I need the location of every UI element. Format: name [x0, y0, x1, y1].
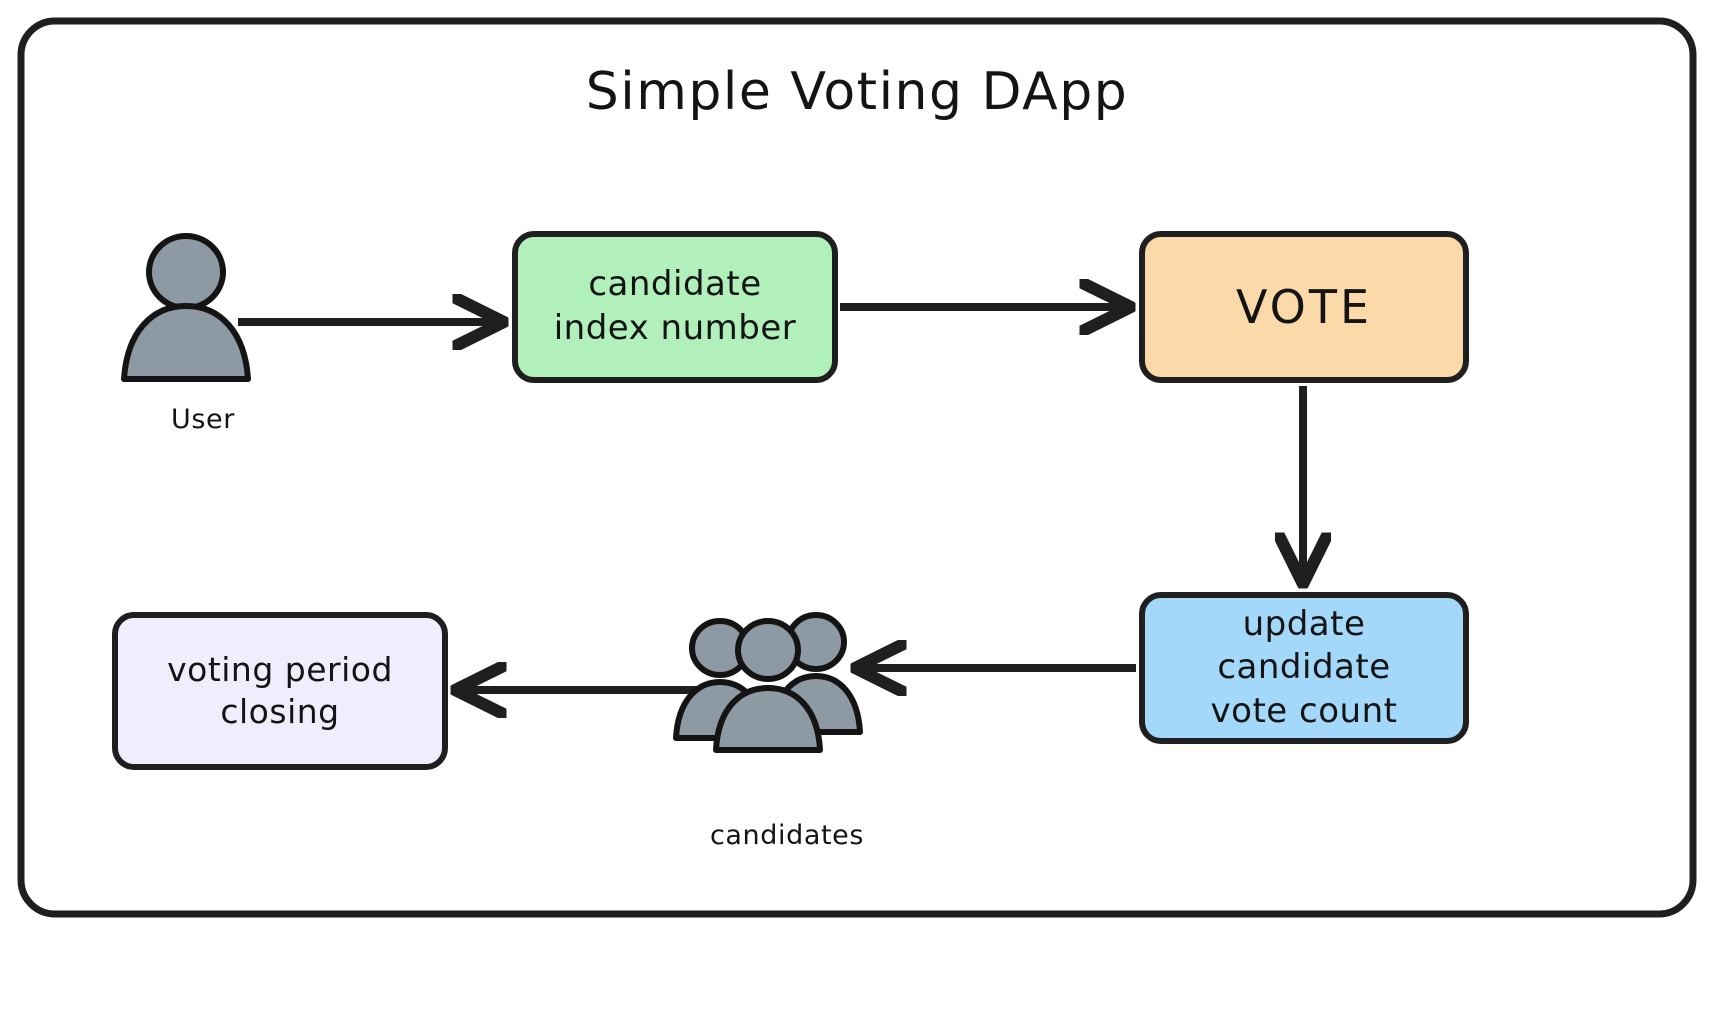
node-vote[interactable]: VOTE [1139, 231, 1469, 383]
actor-candidates-label: candidates [709, 820, 865, 851]
node-vote-label: VOTE [1235, 279, 1373, 334]
actor-candidates: candidates [672, 598, 902, 868]
single-person-icon [121, 233, 251, 382]
actor-user: User [108, 222, 298, 472]
node-voting-period-closing[interactable]: voting period closing [112, 612, 448, 770]
group-of-people-icon [673, 612, 863, 753]
node-update-candidate-vote-count[interactable]: update candidate vote count [1139, 592, 1469, 744]
node-update-candidate-vote-count-label: update candidate vote count [1210, 603, 1398, 731]
node-candidate-index[interactable]: candidate index number [512, 231, 838, 383]
node-voting-period-closing-label: voting period closing [167, 649, 393, 731]
actor-user-label: User [171, 404, 235, 435]
node-candidate-index-label: candidate index number [553, 264, 797, 348]
diagram-title: Simple Voting DApp [585, 62, 1129, 122]
